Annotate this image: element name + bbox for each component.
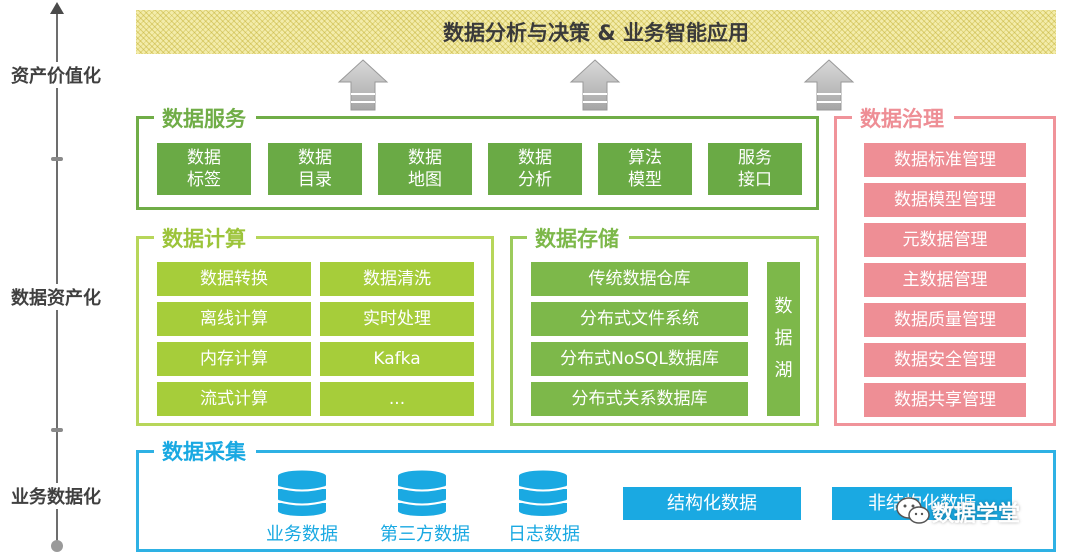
data-lake-char: 湖 xyxy=(774,360,793,381)
storage-item: 传统数据仓库 xyxy=(531,262,748,296)
up-arrow-icon xyxy=(569,59,621,111)
data-lake-box: 数 据 湖 xyxy=(767,262,800,416)
governance-item: 数据质量管理 xyxy=(864,303,1026,337)
axis-label-top: 资产价值化 xyxy=(0,62,112,88)
governance-item: 数据安全管理 xyxy=(864,343,1026,377)
storage-item: 分布式文件系统 xyxy=(531,302,748,336)
compute-item: ... xyxy=(320,382,474,416)
service-item-tags: 数据 标签 xyxy=(157,143,251,195)
source-label: 日志数据 xyxy=(508,524,580,545)
service-item-analysis: 数据 分析 xyxy=(488,143,582,195)
banner: 数据分析与决策 & 业务智能应用 xyxy=(136,10,1056,54)
compute-item: 内存计算 xyxy=(157,342,311,376)
compute-item: 数据转换 xyxy=(157,262,311,296)
watermark-text: 数据学堂 xyxy=(932,502,1021,527)
database-icon xyxy=(518,470,568,516)
up-arrow-icon xyxy=(337,59,389,111)
axis-label-bottom: 业务数据化 xyxy=(0,483,112,509)
service-item-algorithm: 算法 模型 xyxy=(598,143,692,195)
service-item-catalog: 数据 目录 xyxy=(268,143,362,195)
source-label: 业务数据 xyxy=(266,524,338,545)
compute-item: 离线计算 xyxy=(157,302,311,336)
data-compute-title: 数据计算 xyxy=(154,226,256,252)
compute-item: 实时处理 xyxy=(320,302,474,336)
data-storage-title: 数据存储 xyxy=(527,226,629,252)
axis-line xyxy=(56,14,58,546)
data-compute-section xyxy=(136,236,494,426)
wechat-icon xyxy=(896,497,930,524)
data-storage-section xyxy=(510,236,819,426)
governance-item: 数据标准管理 xyxy=(864,143,1026,177)
structured-data-box: 结构化数据 xyxy=(623,487,801,520)
compute-item: 数据清洗 xyxy=(320,262,474,296)
governance-item: 数据共享管理 xyxy=(864,383,1026,417)
governance-item: 数据模型管理 xyxy=(864,183,1026,217)
governance-item: 主数据管理 xyxy=(864,263,1026,297)
storage-item: 分布式NoSQL数据库 xyxy=(531,342,748,376)
axis-label-mid: 数据资产化 xyxy=(0,284,112,310)
service-item-map: 数据 地图 xyxy=(378,143,472,195)
up-arrow-icon xyxy=(803,59,855,111)
database-icon xyxy=(397,470,447,516)
axis-end-dot xyxy=(51,540,63,552)
axis-tick xyxy=(51,157,63,161)
data-service-title: 数据服务 xyxy=(154,106,256,132)
data-lake-char: 据 xyxy=(774,328,793,349)
data-collect-section xyxy=(136,450,1056,552)
governance-item: 元数据管理 xyxy=(864,223,1026,257)
data-service-section xyxy=(136,116,819,210)
data-governance-title: 数据治理 xyxy=(852,106,954,132)
storage-item: 分布式关系数据库 xyxy=(531,382,748,416)
service-item-api: 服务 接口 xyxy=(708,143,802,195)
compute-item: Kafka xyxy=(320,342,474,376)
database-icon xyxy=(277,470,327,516)
source-label: 第三方数据 xyxy=(380,524,470,545)
axis-tick xyxy=(51,428,63,432)
data-lake-char: 数 xyxy=(774,296,793,317)
axis-arrow-icon xyxy=(50,2,64,14)
compute-item: 流式计算 xyxy=(157,382,311,416)
unstructured-data-box: 非结构化数据 xyxy=(832,487,1012,520)
data-collect-title: 数据采集 xyxy=(154,439,256,465)
